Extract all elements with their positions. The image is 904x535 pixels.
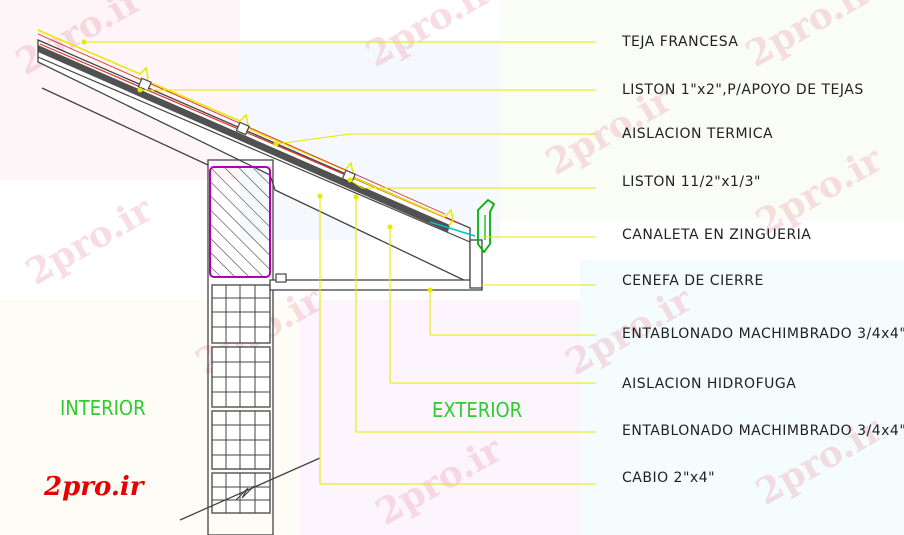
lower-slope-line xyxy=(179,457,321,521)
label-cabio: CABIO 2"x4" xyxy=(622,470,716,486)
label-teja-francesa: TEJA FRANCESA xyxy=(622,34,739,50)
label-liston: LISTON 11/2"x1/3" xyxy=(622,174,761,190)
gutter xyxy=(477,198,496,254)
background-tile xyxy=(580,260,904,535)
water-drip-line xyxy=(429,221,476,237)
leader-lines xyxy=(84,41,596,485)
fascia-board xyxy=(469,239,483,289)
label-aislacion-termica: AISLACION TERMICA xyxy=(622,126,774,142)
rafter xyxy=(37,39,471,285)
label-entablonado-1: ENTABLONADO MACHIMBRADO 3/4x4" xyxy=(622,326,904,342)
background-tile xyxy=(300,300,580,535)
soffit-bracket xyxy=(275,273,287,283)
leader-dots xyxy=(81,39,433,293)
interior-ceiling-line xyxy=(41,87,209,166)
background-tile xyxy=(500,0,904,220)
label-cenefa-cierre: CENEFA DE CIERRE xyxy=(622,273,764,289)
wall-beam xyxy=(209,166,271,278)
soffit-board xyxy=(269,279,483,291)
roof-edge-line xyxy=(37,56,471,243)
label-liston-apoyo-tejas: LISTON 1"x2",P/APOYO DE TEJAS xyxy=(622,82,864,98)
label-aislacion-hidrofuga: AISLACION HIDROFUGA xyxy=(622,376,797,392)
break-line xyxy=(235,485,255,501)
interior-zone-label: INTERIOR xyxy=(60,396,146,420)
exterior-zone-label: EXTERIOR xyxy=(432,398,523,422)
label-entablonado-2: ENTABLONADO MACHIMBRADO 3/4x4" xyxy=(622,423,904,439)
site-logo: 2pro.ir xyxy=(44,472,144,502)
label-canaleta-zingueria: CANALETA EN ZINGUERIA xyxy=(622,227,812,243)
